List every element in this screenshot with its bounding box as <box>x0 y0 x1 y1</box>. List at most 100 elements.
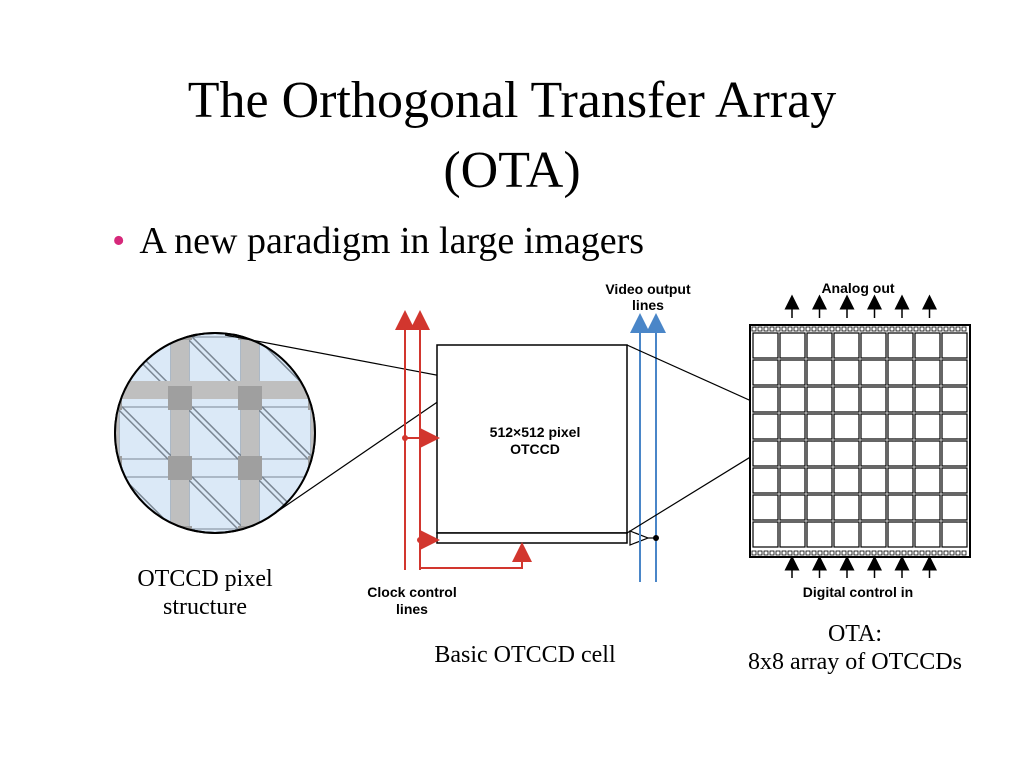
ota-cell <box>941 332 968 359</box>
ota-cell <box>779 467 806 494</box>
ota-pad-top <box>961 326 967 332</box>
ota-pad-bottom <box>859 550 865 556</box>
ota-io-arrows <box>784 294 937 578</box>
ota-pad-top <box>841 326 847 332</box>
ota-pad-top <box>769 326 775 332</box>
ota-cell <box>860 386 887 413</box>
video-output-lines <box>630 313 666 582</box>
pixel-node <box>308 333 315 340</box>
ota-cell <box>914 467 941 494</box>
ota-cell <box>914 386 941 413</box>
ota-caption: OTA: 8x8 array of OTCCDs <box>705 620 1005 676</box>
ota-cell <box>914 413 941 440</box>
ota-pad-top <box>763 326 769 332</box>
clock-junction-2 <box>417 537 423 543</box>
ota-pad-bottom <box>781 550 787 556</box>
ota-pad-top <box>907 326 913 332</box>
pixel-diagonal-core <box>329 407 381 459</box>
pixel-node <box>168 386 192 410</box>
ota-cell <box>941 359 968 386</box>
ota-cell <box>806 494 833 521</box>
ota-cell <box>833 494 860 521</box>
ota-cell <box>752 494 779 521</box>
ota-pad-top <box>805 326 811 332</box>
ota-caption-line1: OTA: <box>827 621 883 647</box>
pixel-node <box>238 456 262 480</box>
pixel-node <box>115 526 122 533</box>
pixel-structure-caption-line2: structure <box>163 594 247 620</box>
ota-pad-top <box>757 326 763 332</box>
video-output-label-line1: Video output <box>605 281 691 297</box>
ota-cell <box>833 359 860 386</box>
ota-array <box>749 324 971 558</box>
ota-cell <box>941 386 968 413</box>
ota-cell <box>806 359 833 386</box>
ota-cell <box>941 494 968 521</box>
ota-cell <box>914 521 941 548</box>
ota-pad-bottom <box>865 550 871 556</box>
ota-cell <box>833 386 860 413</box>
ota-cell <box>752 386 779 413</box>
ota-cell <box>752 332 779 359</box>
ota-cell <box>752 359 779 386</box>
ota-cell <box>806 467 833 494</box>
pixel-node <box>378 526 402 550</box>
pixel-structure-caption-line1: OTCCD pixel <box>137 566 273 592</box>
pixel-structure-circle <box>90 311 410 620</box>
ota-cell <box>779 359 806 386</box>
clock-control-label-line2: lines <box>396 601 428 617</box>
pixel-channel-h <box>90 311 410 329</box>
ota-cell <box>860 521 887 548</box>
ota-cell <box>860 494 887 521</box>
ota-pad-top <box>859 326 865 332</box>
pixel-node <box>308 526 315 533</box>
ota-cell <box>779 440 806 467</box>
ota-pad-bottom <box>763 550 769 556</box>
ota-pad-top <box>871 326 877 332</box>
pixel-diagonal-core <box>117 405 173 461</box>
ota-pad-bottom <box>787 550 793 556</box>
ota-pad-top <box>889 326 895 332</box>
pixel-node <box>308 596 332 620</box>
ota-pad-top <box>913 326 919 332</box>
ota-cell <box>941 467 968 494</box>
ota-cell <box>887 386 914 413</box>
ota-cell <box>887 467 914 494</box>
ota-pad-bottom <box>775 550 781 556</box>
ota-pad-bottom <box>751 550 757 556</box>
ota-pad-top <box>853 326 859 332</box>
pixel-node <box>378 316 402 340</box>
ota-cell <box>833 521 860 548</box>
ota-cell <box>860 359 887 386</box>
ota-pad-bottom <box>805 550 811 556</box>
ota-cell <box>860 467 887 494</box>
ota-pad-top <box>817 326 823 332</box>
zoom-line-top <box>224 334 453 379</box>
ota-pad-top <box>877 326 883 332</box>
ota-pad-bottom <box>877 550 883 556</box>
pixel-node <box>168 456 192 480</box>
ota-pad-bottom <box>943 550 949 556</box>
ota-cell <box>779 521 806 548</box>
bullet-item: •A new paradigm in large imagers <box>112 218 644 264</box>
ota-cell <box>779 332 806 359</box>
pixel-node <box>378 456 402 480</box>
ota-cell <box>779 413 806 440</box>
ota-cell <box>806 440 833 467</box>
ota-pad-bottom <box>835 550 841 556</box>
pixel-diagonal-core <box>257 405 313 461</box>
slide-title-line2: (OTA) <box>443 142 581 199</box>
clock-control-label-line1: Clock control <box>367 584 456 600</box>
ota-cell <box>833 467 860 494</box>
ota-pad-bottom <box>817 550 823 556</box>
pixel-diagonal-core <box>187 475 243 531</box>
ota-pad-bottom <box>799 550 805 556</box>
video-output-label-line2: lines <box>632 297 664 313</box>
ota-pad-top <box>793 326 799 332</box>
ota-pad-top <box>955 326 961 332</box>
clock-junction-1 <box>402 435 408 441</box>
ota-pad-bottom <box>907 550 913 556</box>
ota-cell <box>887 521 914 548</box>
ota-pad-bottom <box>901 550 907 556</box>
ota-cell <box>833 413 860 440</box>
